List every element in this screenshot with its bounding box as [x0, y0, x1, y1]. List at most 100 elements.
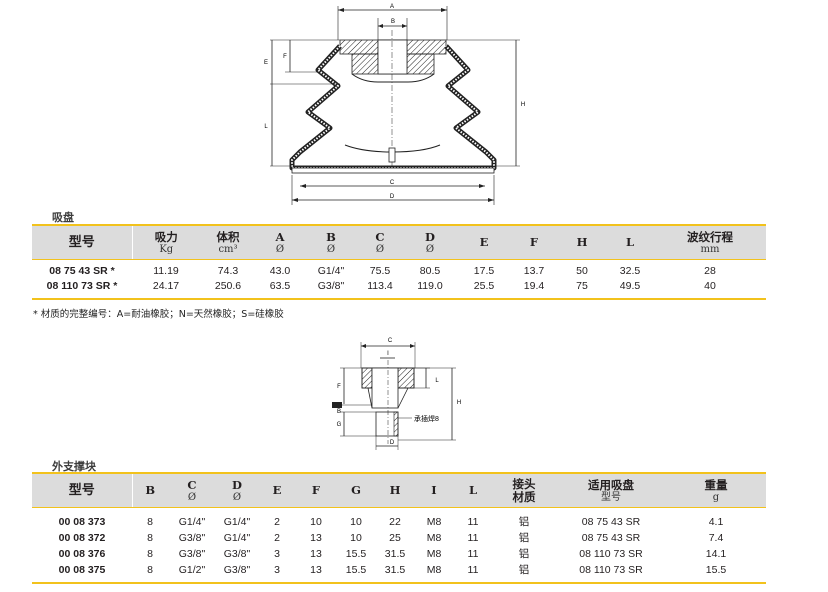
table-cell: 43.0	[269, 265, 291, 277]
table-cell: 11	[467, 531, 479, 544]
dim-l2-label: L	[435, 378, 439, 384]
dim-c2-label: C	[388, 338, 393, 344]
table-cell: 08 75 43 SR	[581, 531, 641, 544]
table-cell: 2	[274, 531, 280, 544]
table-cell: 08 110 73 SR	[579, 547, 643, 560]
col2-header-i: I	[431, 483, 437, 497]
table-cell: 铝	[518, 563, 530, 576]
table-cell: M8	[426, 547, 442, 560]
dim-d-label: D	[390, 194, 395, 200]
col2-header-suction-model: 适用吸盘型号	[588, 477, 634, 503]
table-cell: 铝	[518, 531, 530, 544]
adapter-drawing: C I F B G L H 承插焊8 D	[332, 338, 461, 450]
dim-f-label: F	[283, 54, 287, 60]
table-cell: 24.17	[152, 280, 180, 292]
table-cell: 08 75 43 SR	[581, 515, 641, 528]
table-cell: M8	[426, 563, 442, 576]
material-note: * 材质的完整编号：A=耐油橡胶；N=天然橡胶；S=硅橡胶	[33, 309, 284, 320]
table-cell: 75.5	[369, 265, 391, 277]
table-cell: 铝	[518, 547, 530, 560]
table-cell: G3/8"	[178, 547, 206, 560]
table-cell: M8	[426, 531, 442, 544]
table-cell: 8	[147, 563, 153, 576]
table-cell: 17.5	[473, 265, 495, 277]
dim-h-label: H	[521, 102, 525, 108]
table-cell: 11	[467, 563, 479, 576]
dim-h2-label: H	[457, 400, 461, 406]
col2-header-e: E	[272, 483, 282, 497]
dim-i-label: I	[387, 351, 389, 357]
table-cell: 250.6	[214, 280, 242, 292]
section-title-support-block: 外支撑块	[52, 460, 96, 473]
table-cell: 113.4	[367, 280, 393, 292]
table-cell: 3	[274, 563, 280, 576]
table-cell: 13	[310, 563, 322, 576]
table-cell: 75	[576, 280, 588, 292]
col-header-model: 型号	[32, 226, 133, 259]
table-cell: G1/2"	[178, 563, 206, 576]
table-cell: M8	[426, 515, 442, 528]
table-cell: 31.5	[384, 547, 406, 560]
dim-g-label: G	[337, 422, 342, 428]
table-cell: 铝	[518, 515, 530, 528]
col2-header-l: L	[468, 483, 478, 497]
table-cell: 80.5	[419, 265, 441, 277]
table-cell: 15.5	[345, 547, 367, 560]
table-cell: 10	[310, 515, 322, 528]
table-cell: G3/8"	[317, 280, 345, 292]
table-cell: 2	[274, 515, 280, 528]
col2-header-f: F	[311, 483, 321, 497]
dim-b2-label: B	[337, 409, 341, 415]
table-cell: 28	[704, 265, 716, 277]
table-cell: 14.1	[705, 547, 727, 560]
dim-d2-label: D	[390, 440, 395, 446]
table-cell: 08 110 73 SR	[579, 563, 643, 576]
table-cell: 08 110 73 SR *	[46, 280, 118, 292]
table-cell: G1/4"	[317, 265, 345, 277]
dim-b-label: B	[391, 19, 395, 25]
table-cell: 22	[389, 515, 401, 528]
section-title-suction-cup: 吸盘	[52, 211, 74, 224]
table-cell: 00 08 376	[58, 547, 106, 560]
dim-f2-label: F	[337, 384, 341, 390]
table-cell: 8	[147, 547, 153, 560]
table-cell: 119.0	[417, 280, 443, 292]
table-cell: 10	[350, 515, 362, 528]
col2-header-b: B	[145, 483, 156, 497]
col2-header-g: G	[351, 483, 361, 497]
col2-header-fitting-material: 接头材质	[512, 476, 536, 504]
col2-header-h: H	[389, 483, 401, 497]
table-cell: 13.7	[523, 265, 545, 277]
table-cell: 4.1	[708, 515, 724, 528]
table-cell: 15.5	[705, 563, 727, 576]
table-cell: 32.5	[619, 265, 641, 277]
table-cell: G3/8"	[223, 563, 251, 576]
table-cell: 7.4	[708, 531, 724, 544]
table-cell: 15.5	[345, 563, 367, 576]
table-cell: 00 08 373	[58, 515, 106, 528]
table-cell: G3/8"	[178, 531, 206, 544]
table-cell: 08 75 43 SR *	[49, 265, 115, 277]
suction-cup-drawing: A B C D E F L H	[264, 4, 525, 205]
table-cell: 25	[389, 531, 401, 544]
table-cell: 10	[350, 531, 362, 544]
table-cell: G1/4"	[178, 515, 206, 528]
table-cell: 11.19	[153, 265, 179, 277]
col2-header-model: 型号	[32, 474, 133, 507]
table-cell: 11	[467, 515, 479, 528]
